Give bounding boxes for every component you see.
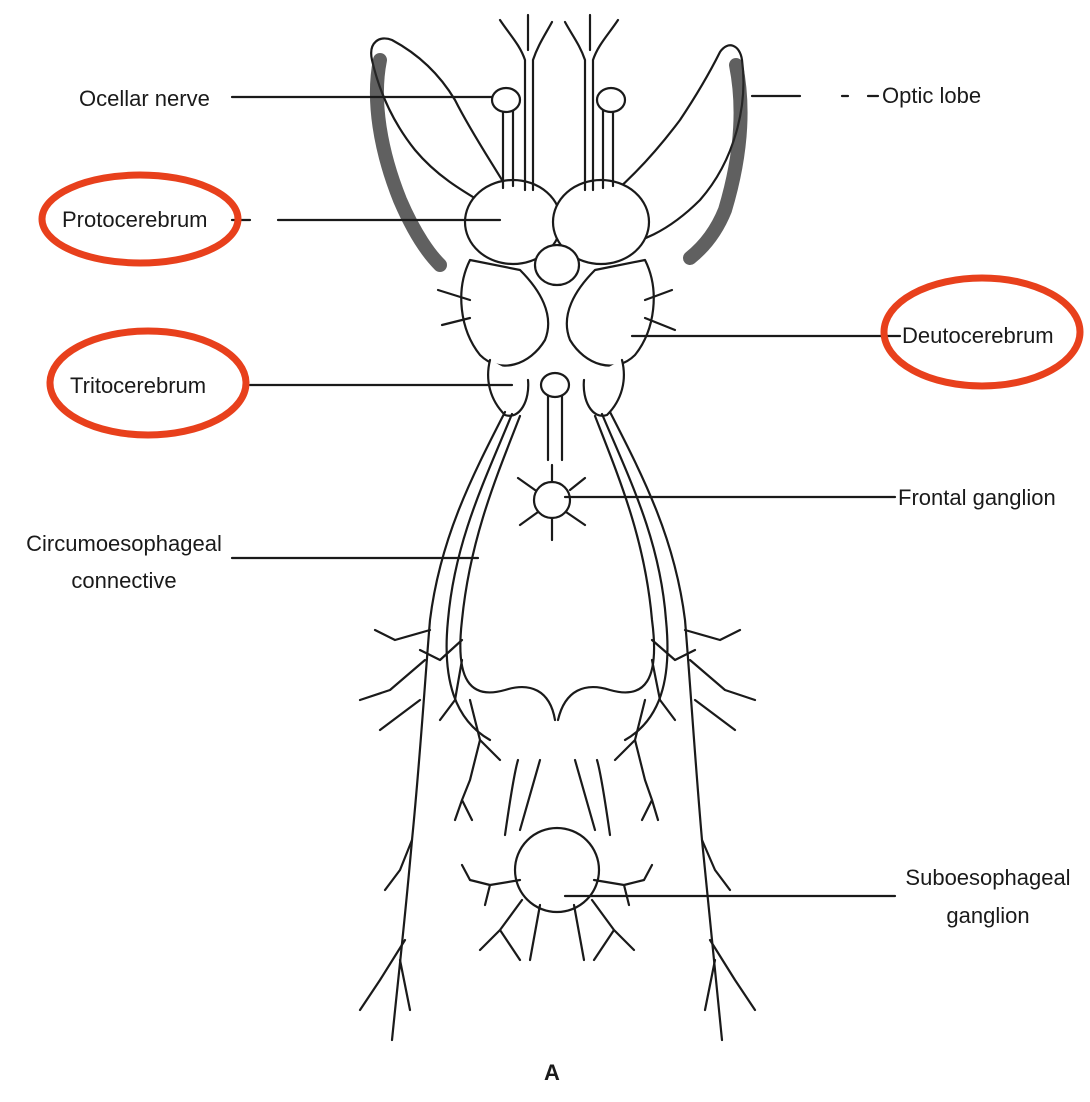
ocellus-right xyxy=(597,88,625,112)
mid-branches-right xyxy=(615,640,695,820)
mid-branches-left xyxy=(420,640,500,820)
frontal-ganglion xyxy=(534,482,570,518)
label-tritocerebrum: Tritocerebrum xyxy=(70,372,206,400)
connective-left-outer xyxy=(392,412,505,1040)
connective-right-inner xyxy=(558,416,654,720)
suboesophageal-connectives xyxy=(505,760,610,835)
label-deutocerebrum: Deutocerebrum xyxy=(902,322,1054,350)
connective-right-outer xyxy=(610,412,722,1040)
label-protocerebrum: Protocerebrum xyxy=(62,206,208,234)
figure-letter: A xyxy=(544,1060,560,1086)
suboesophageal-ganglion xyxy=(515,828,599,912)
suboesophageal-branches-right xyxy=(592,865,652,960)
frontal-connective-top xyxy=(541,373,569,397)
tritocerebrum-left xyxy=(488,360,528,416)
suboesophageal-trunk-bottom xyxy=(530,905,584,960)
outer-branches-left xyxy=(360,630,430,1010)
ocellar-nerve-left xyxy=(503,110,513,188)
deutocerebrum-left xyxy=(461,260,548,366)
label-circumoesophageal-line1: Circumoesophageal xyxy=(18,530,230,558)
deutocerebrum-right xyxy=(567,260,654,366)
suboesophageal-branches-left xyxy=(462,865,522,960)
label-circumoesophageal-line2: connective xyxy=(18,567,230,595)
label-suboesophageal-line1: Suboesophageal xyxy=(898,864,1078,892)
ocellus-left xyxy=(492,88,520,112)
ocellar-nerve-right xyxy=(603,110,613,188)
label-suboesophageal-line2: ganglion xyxy=(898,902,1078,930)
label-ocellar-nerve: Ocellar nerve xyxy=(79,85,210,113)
label-optic-lobe: Optic lobe xyxy=(882,82,981,110)
label-frontal-ganglion: Frontal ganglion xyxy=(898,484,1056,512)
central-body xyxy=(535,245,579,285)
connective-left-inner xyxy=(460,416,555,720)
outer-branches-right xyxy=(685,630,755,1010)
tritocerebrum-right xyxy=(584,360,624,416)
